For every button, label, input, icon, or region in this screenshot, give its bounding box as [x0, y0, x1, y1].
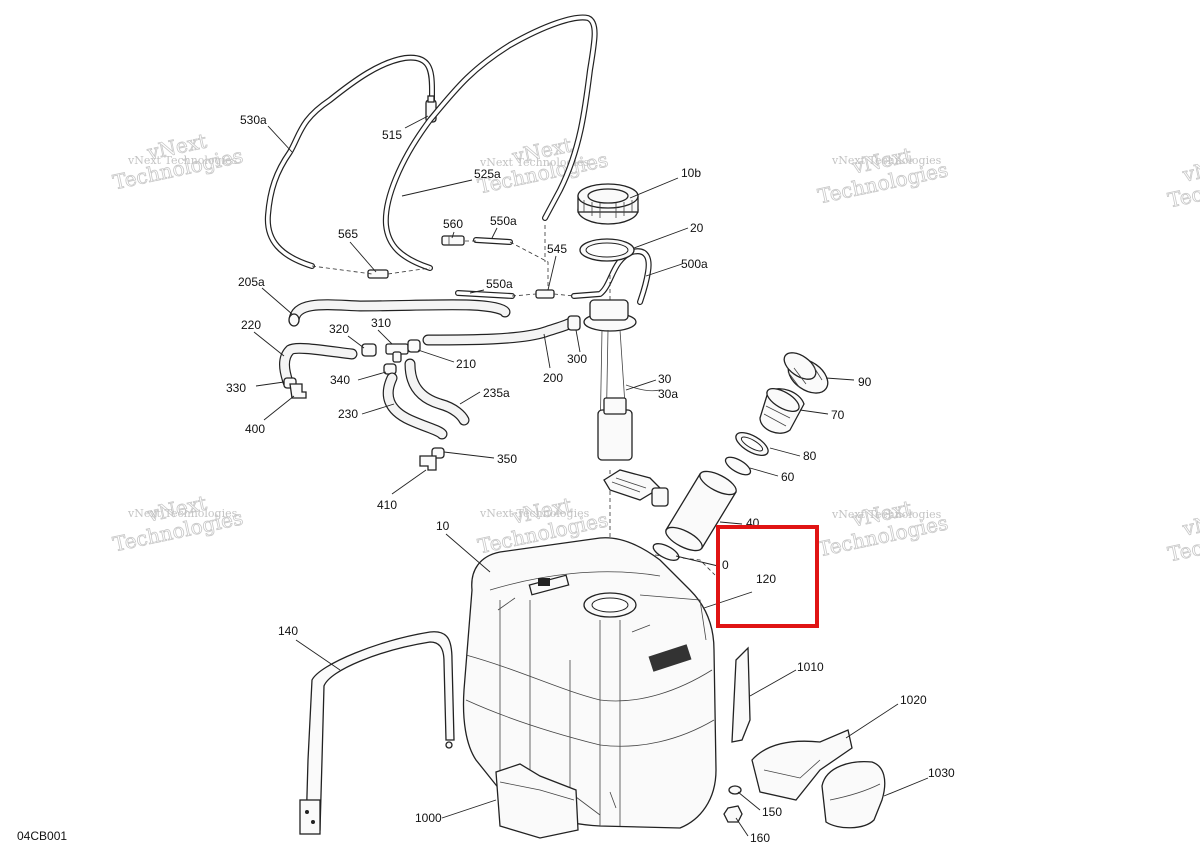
- label-1010: 1010: [797, 660, 824, 674]
- label-20: 20: [690, 221, 704, 235]
- label-220: 220: [241, 318, 261, 332]
- label-235a: 235a: [483, 386, 510, 400]
- label-565: 565: [338, 227, 358, 241]
- label-70: 70: [831, 408, 845, 422]
- hose-550a-mid: [455, 290, 515, 299]
- watermark-small: vNext Technologies: [831, 508, 942, 521]
- tube-500a: [571, 248, 652, 305]
- clamp-0: [652, 543, 680, 561]
- label-530a: 530a: [240, 113, 267, 127]
- label-10: 10: [436, 519, 450, 533]
- fuel-cap-90: [783, 352, 829, 394]
- shield-1020: [751, 729, 853, 801]
- vent-tube-525a: [382, 14, 598, 271]
- shield-1030: [821, 760, 886, 829]
- label-10b: 10b: [681, 166, 701, 180]
- filler-neck-70: [759, 387, 805, 434]
- elbow-400: [289, 383, 307, 399]
- strap-140: [299, 631, 455, 835]
- hose-205a: [288, 299, 511, 327]
- heat-shield-1000: [495, 763, 579, 839]
- label-350: 350: [497, 452, 517, 466]
- label-0: 0: [722, 558, 729, 572]
- watermark-small: vNext Technologies: [127, 154, 238, 167]
- hose-235a: [404, 358, 470, 426]
- label-90: 90: [858, 375, 872, 389]
- lock-ring-10b: [577, 183, 639, 225]
- label-60: 60: [781, 470, 795, 484]
- label-525a: 525a: [474, 167, 501, 181]
- watermark-small: vNext Technologies: [479, 507, 590, 520]
- label-340: 340: [330, 373, 350, 387]
- tee-fitting-310: [385, 343, 409, 363]
- nut-160: [723, 805, 743, 823]
- label-310: 310: [371, 316, 391, 330]
- hose-230: [382, 372, 448, 440]
- highlight-box: [716, 525, 819, 628]
- watermark-small: vNext Technologies: [831, 154, 942, 167]
- elbow-410: [419, 455, 437, 471]
- shield-1010: [731, 646, 751, 743]
- connector-545: [535, 289, 555, 299]
- clamp-320: [361, 343, 377, 357]
- fuel-tank-10: [462, 537, 717, 829]
- label-140: 140: [278, 624, 298, 638]
- label-550a-top: 550a: [490, 214, 517, 228]
- label-1020: 1020: [900, 693, 927, 707]
- label-560: 560: [443, 217, 463, 231]
- filler-hose-40: [665, 470, 737, 552]
- label-150: 150: [762, 805, 782, 819]
- clamp-300: [567, 315, 581, 331]
- label-320: 320: [329, 322, 349, 336]
- label-160: 160: [750, 831, 770, 845]
- label-300: 300: [567, 352, 587, 366]
- label-500a: 500a: [681, 257, 708, 271]
- hose-220: [279, 342, 358, 388]
- leader-lines: [253, 115, 929, 837]
- label-1000: 1000: [415, 811, 442, 825]
- label-330: 330: [226, 381, 246, 395]
- fuel-pump-30: [583, 299, 669, 507]
- label-410: 410: [377, 498, 397, 512]
- gasket-20: [579, 238, 635, 262]
- label-30a: 30a: [658, 387, 678, 401]
- part-labels: 530a 515 525a 10b 20 560 550a 565 545 55…: [17, 113, 955, 845]
- diagram-code: 04CB001: [17, 829, 67, 843]
- hose-550a-top: [473, 237, 513, 245]
- label-30: 30: [658, 372, 672, 386]
- vent-tube-530a: [264, 54, 435, 269]
- label-230: 230: [338, 407, 358, 421]
- label-80: 80: [803, 449, 817, 463]
- label-545: 545: [547, 242, 567, 256]
- watermark-small: vNext Technologies: [127, 507, 238, 520]
- clamp-60: [724, 456, 752, 476]
- clamp-210: [407, 339, 421, 353]
- label-205a: 205a: [238, 275, 265, 289]
- label-515: 515: [382, 128, 402, 142]
- valve-560: [441, 235, 465, 246]
- label-200: 200: [543, 371, 563, 385]
- watermark-small: vNext Technologies: [479, 156, 590, 169]
- label-1030: 1030: [928, 766, 955, 780]
- clamp-80: [735, 431, 769, 457]
- label-550a-mid: 550a: [486, 277, 513, 291]
- label-120: 120: [756, 572, 776, 586]
- hose-200: [422, 316, 578, 346]
- label-400: 400: [245, 422, 265, 436]
- label-210: 210: [456, 357, 476, 371]
